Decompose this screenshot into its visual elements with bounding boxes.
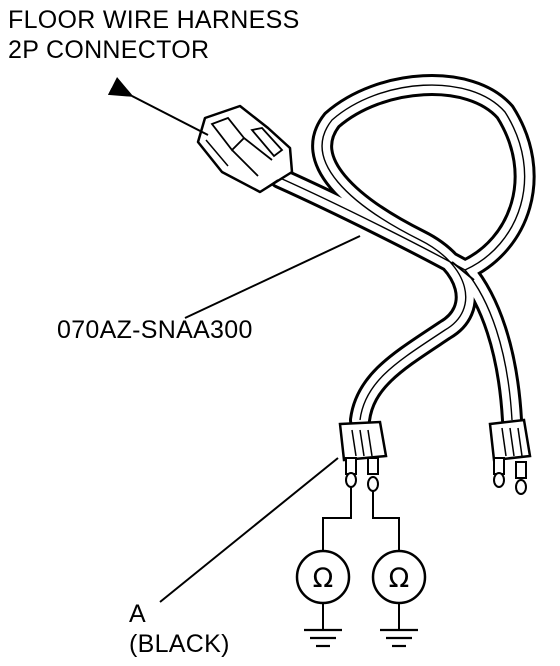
wire-harness [269, 74, 536, 431]
ground-left-icon [304, 628, 342, 648]
ohmmeter-left-symbol: Ω [313, 563, 334, 594]
test-circuit: Ω Ω [295, 487, 427, 648]
ohmmeter-right-icon: Ω [371, 549, 427, 605]
test-connector-a-icon [338, 420, 388, 492]
title-line-2: 2P CONNECTOR [8, 36, 210, 64]
callout-a-letter: A [129, 600, 146, 628]
title-line-1: FLOOR WIRE HARNESS [8, 6, 300, 34]
callout-a-color-note: (BLACK) [129, 630, 230, 658]
ground-right-icon [380, 628, 418, 648]
floor-harness-connector-icon [196, 104, 294, 194]
callout-a-leader [159, 457, 339, 603]
test-connector-b-icon [488, 418, 532, 495]
part-number-label: 070AZ-SNAA300 [57, 316, 253, 344]
title-arrow-icon [107, 77, 209, 136]
ohmmeter-right-symbol: Ω [389, 563, 410, 594]
ohmmeter-left-icon: Ω [295, 549, 351, 605]
part-number-leader [184, 235, 361, 319]
